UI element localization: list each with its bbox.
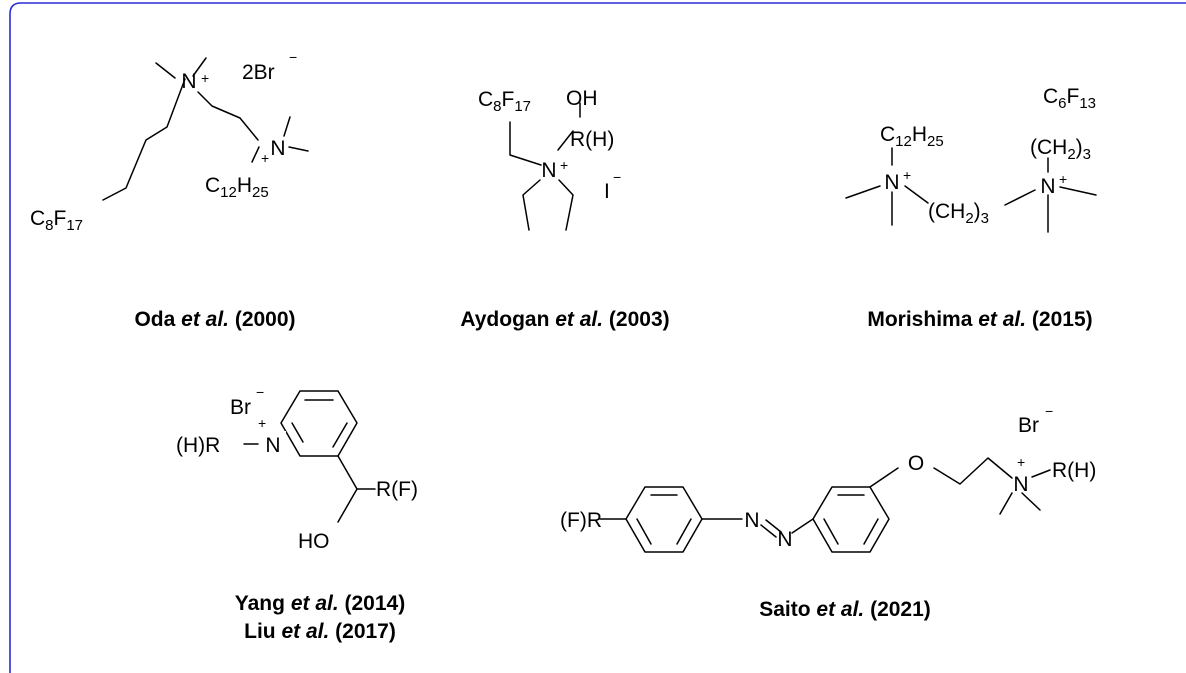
yang-hydroxyl: HO (298, 530, 330, 553)
structure-yang-liu: N + (H)R Br − R(F) HO (176, 384, 418, 553)
caption-yang-2014: Yang et al. (2014) (235, 592, 405, 615)
svg-text:−: − (289, 49, 297, 65)
caption-saito-2021: Saito et al. (2021) (759, 598, 931, 621)
oda-n1: N (181, 70, 196, 93)
structure-saito-2021: (F)R N N O N + R(H) Br − (560, 403, 1096, 553)
caption-liu-2017: Liu et al. (2017) (244, 620, 396, 643)
frame-border (9, 2, 1186, 673)
svg-text:+: + (258, 415, 266, 431)
svg-text:+: + (1059, 171, 1067, 187)
svg-text:+: + (1017, 454, 1025, 470)
svg-text:−: − (1045, 403, 1053, 419)
oda-fluoro-chain: C8F17 (30, 207, 83, 234)
aydogan-r-group: R(H) (570, 128, 614, 151)
morishima-alkyl-chain: C12H25 (880, 123, 944, 150)
oda-n2: N (270, 137, 285, 160)
morishima-propyl-linker: (CH2)3 (1030, 136, 1091, 163)
saito-r-group: R(H) (1052, 459, 1096, 482)
caption-oda-2000: Oda et al. (2000) (134, 308, 295, 331)
svg-text:−: − (613, 169, 621, 185)
saito-azo-n1: N (744, 509, 759, 532)
aydogan-counterion: I (604, 180, 610, 203)
oda-alkyl-chain: C12H25 (205, 174, 269, 201)
structure-morishima-2015: C12H25 N + (CH2)3 N + (CH2)3 C6F13 (845, 85, 1097, 233)
svg-text:+: + (201, 70, 209, 86)
svg-text:+: + (261, 150, 269, 166)
aydogan-fluoro-chain: C8F17 (478, 88, 531, 115)
yang-n: N (265, 434, 280, 457)
morishima-spacer: (CH2)3 (928, 200, 989, 227)
saito-n: N (1013, 473, 1028, 496)
svg-text:+: + (903, 167, 911, 183)
caption-morishima-2015: Morishima et al. (2015) (867, 308, 1092, 331)
morishima-fluoro-chain: C6F13 (1043, 85, 1096, 112)
structure-aydogan-2003: C8F17 OH R(H) N + I − (478, 87, 621, 231)
yang-r-group: R(F) (376, 478, 418, 501)
saito-counterion: Br (1018, 414, 1039, 437)
svg-text:+: + (560, 157, 568, 173)
aydogan-hydroxyl: OH (566, 87, 598, 110)
saito-substituent: (F)R (560, 509, 602, 532)
yang-substituent: (H)R (176, 434, 220, 457)
aydogan-n: N (541, 159, 556, 182)
morishima-n2: N (1040, 175, 1055, 198)
saito-azo-n2: N (777, 528, 792, 551)
morishima-n1: N (884, 171, 899, 194)
svg-text:−: − (256, 384, 264, 400)
oda-counterion: 2Br (242, 61, 275, 84)
caption-aydogan-2003: Aydogan et al. (2003) (460, 308, 669, 331)
saito-ether-o: O (908, 452, 924, 475)
yang-counterion: Br (230, 396, 251, 419)
structure-oda-2000: N + N + 2Br − C12H25 C8F17 (30, 49, 309, 234)
